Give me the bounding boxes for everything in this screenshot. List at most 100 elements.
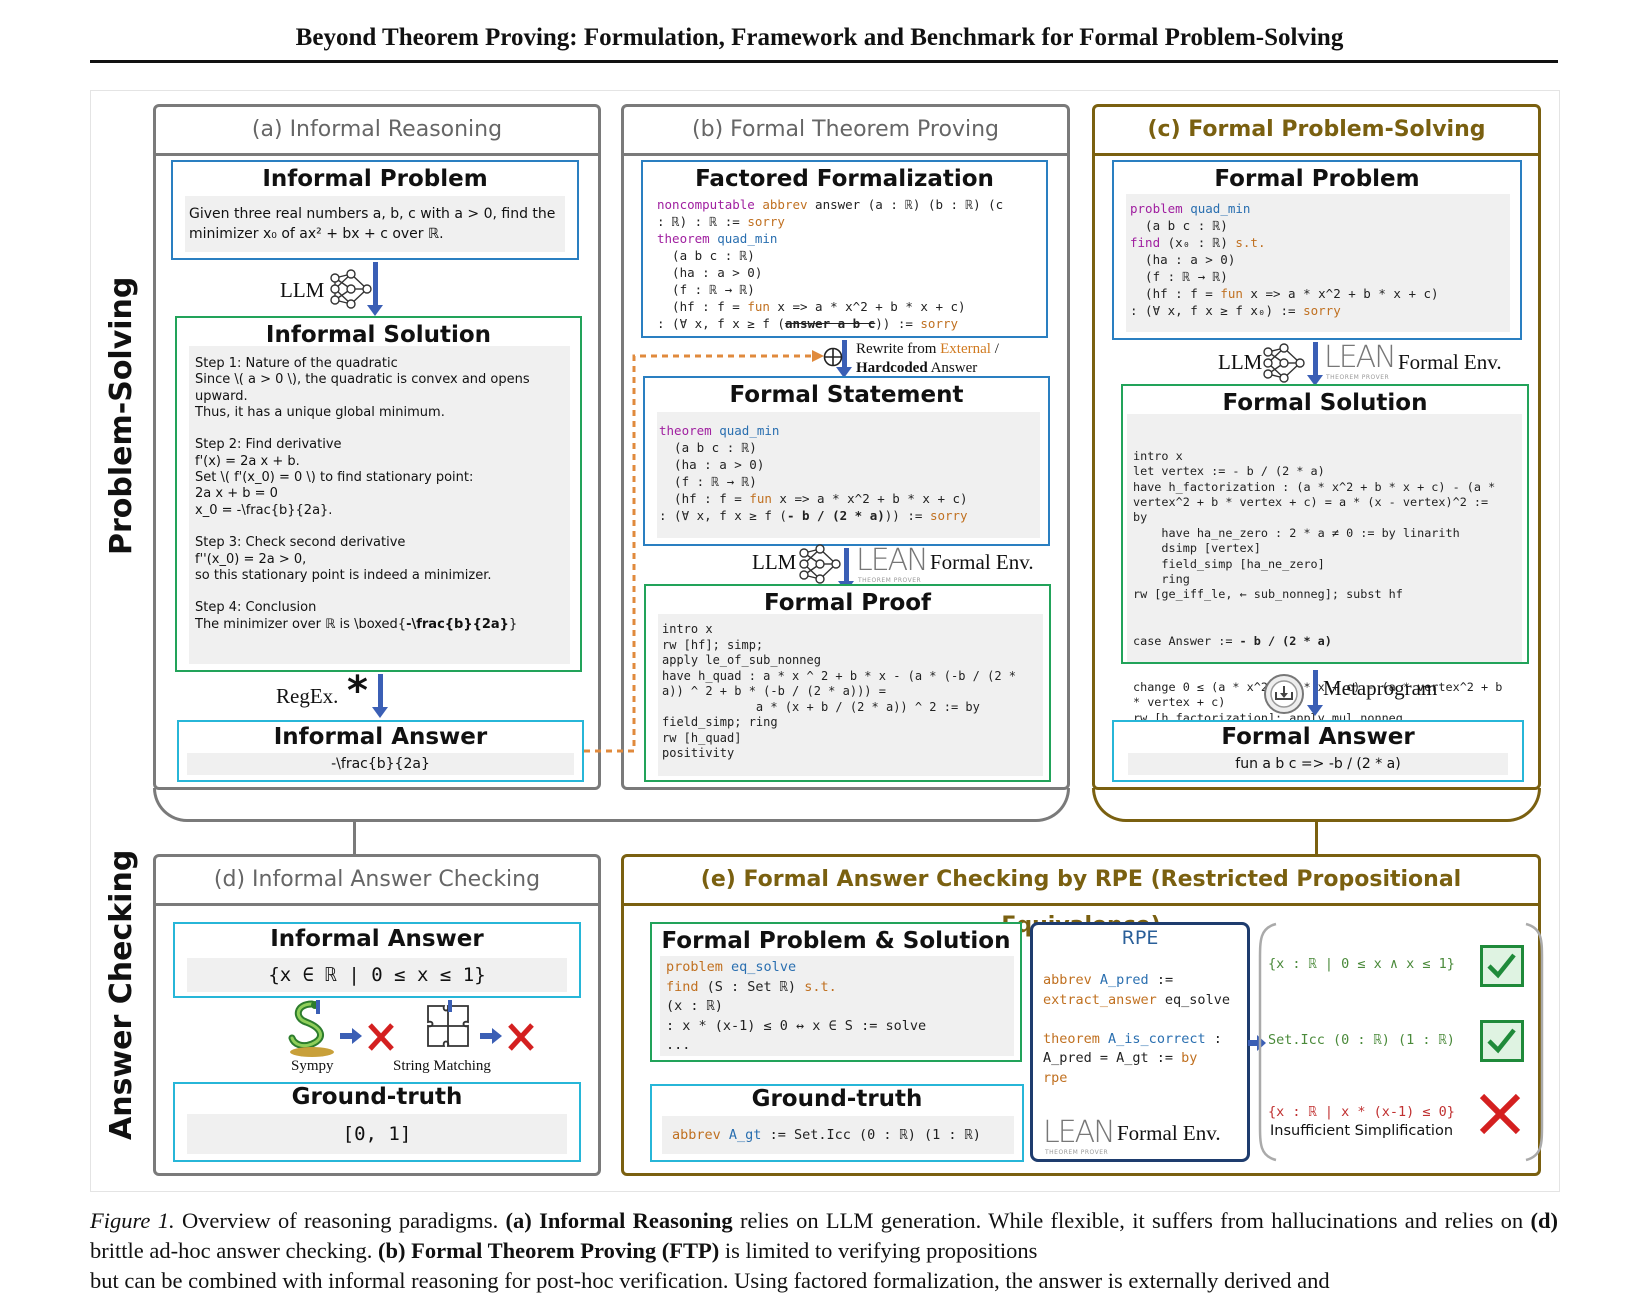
caption-b1: (a) Informal Reasoning [505, 1208, 733, 1233]
candidate-3-note: Insufficient Simplification [1270, 1123, 1454, 1139]
metaprogram-label: Metaprogram [1323, 676, 1438, 700]
neural-net-icon [330, 269, 372, 309]
informal-solution-line: so this stationary point is indeed a min… [195, 567, 492, 583]
formal-env-label-e: Formal Env. [1117, 1121, 1221, 1145]
rewrite-slash: / [990, 341, 999, 357]
rewrite-from: Rewrite from [856, 341, 941, 357]
metaprogram-icon [1264, 674, 1304, 714]
check-icon-1 [1480, 945, 1524, 987]
formal-solution-header: Formal Solution [1222, 390, 1428, 416]
caption-line-3: but can be combined with informal reason… [90, 1268, 1330, 1293]
formal-env-label-b: Formal Env. [930, 550, 1034, 574]
regex-label: RegEx. [276, 684, 339, 708]
informal-problem-header: Informal Problem [262, 166, 488, 192]
side-label-answer-checking: Answer Checking [104, 849, 139, 1140]
lean-logo-icon: LEAN [856, 543, 929, 578]
rewrite-annotation: Rewrite from External / Hardcoded Answer [856, 340, 999, 378]
formal-problem-solution-box: Formal Problem & Solution problem eq_sol… [650, 922, 1022, 1062]
rpe-box: RPE abbrev A_pred := extract_answer eq_s… [1030, 922, 1250, 1162]
formal-proof-line: rw [h_quad] [662, 730, 742, 745]
panel-d-title: (d) Informal Answer Checking [156, 857, 598, 906]
string-matching-label: String Matching [393, 1058, 491, 1074]
llm-label-c: LLM [1218, 350, 1263, 374]
candidate-bracket [1258, 922, 1544, 1162]
formal-solution-line: ring [1133, 572, 1190, 587]
informal-solution-line: Step 3: Check second derivative [195, 535, 406, 551]
oplus-icon [823, 347, 843, 367]
formal-statement-bg [657, 412, 1040, 538]
caption-line-1: Figure 1. Overview of reasoning paradigm… [90, 1206, 1558, 1266]
connector-to-d [353, 822, 356, 854]
lean-logo-icon-e: LEAN [1043, 1115, 1116, 1150]
formal-answer-box: Formal Answer fun a b c => -b / (2 * a) [1112, 720, 1524, 782]
formal-proof-line: a)) ^ 2 + b * (-b / (2 * a))) = [662, 684, 886, 698]
conclusion-boxed-answer: -\frac{b}{2a} [406, 616, 509, 632]
panel-b-title: (b) Formal Theorem Proving [624, 107, 1067, 156]
formal-proof-line: intro x [662, 622, 713, 636]
caption-t1: Overview of reasoning paradigms. [174, 1208, 506, 1233]
formal-problem-solution-code: problem eq_solve find (S : Set ℝ) s.t. (… [666, 959, 927, 1053]
informal-solution-line: f''(x_0) = 2a > 0, [195, 551, 307, 567]
figure-caption: Figure 1. Overview of reasoning paradigm… [90, 1206, 1558, 1296]
puzzle-icon [427, 1005, 469, 1047]
factored-formalization-code: noncomputable abbrev answer (a : ℝ) (b :… [657, 197, 1004, 331]
formal-statement-box: Formal Statement theorem quad_min (a b c… [643, 376, 1050, 546]
formal-answer-value: fun a b c => -b / (2 * a) [1128, 753, 1508, 775]
neural-net-icon-b [799, 544, 841, 584]
informal-problem-text: Given three real numbers a, b, c with a … [185, 196, 565, 252]
informal-solution-line: 2a x + b = 0 [195, 486, 278, 502]
informal-solution-line: upward. [195, 388, 248, 404]
caption-t3: brittle ad-hoc answer checking. [90, 1238, 379, 1263]
informal-solution-line: Set \( f'(x_0) = 0 \) to find stationary… [195, 470, 474, 486]
rpe-header: RPE [1121, 927, 1159, 949]
formal-solution-line: vertex^2 + b * vertex + c) = a * (x - ve… [1133, 495, 1489, 510]
formal-problem-solution-header: Formal Problem & Solution [661, 928, 1011, 954]
informal-solution-line [195, 584, 564, 600]
formal-proof-line: apply le_of_sub_nonneg [662, 653, 821, 667]
string-fail-indicator [480, 1023, 534, 1051]
candidate-3: {x : ℝ | x * (x-1) ≤ 0} [1268, 1104, 1455, 1120]
llm-label-a: LLM [280, 278, 325, 302]
rewrite-hardcoded: Hardcoded [856, 360, 928, 376]
rpe-code: abbrev A_pred := extract_answer eq_solve… [1043, 972, 1230, 1086]
arrow-solution-to-answer-c [1307, 670, 1323, 716]
informal-answer-header-d: Informal Answer [270, 926, 484, 952]
figure-frame [90, 90, 1560, 1192]
arrow-solution-to-answer [372, 674, 388, 718]
conclusion-suffix: } [508, 616, 518, 632]
ground-truth-value-e: abbrev A_gt := Set.Icc (0 : ℝ) (1 : ℝ) [662, 1116, 1014, 1154]
formal-problem-box: Formal Problem problem quad_min (a b c :… [1112, 160, 1522, 340]
formal-solution-line: rw [ge_iff_le, ← sub_nonneg]; subst hf [1133, 587, 1403, 602]
panel-a-title: (a) Informal Reasoning [156, 107, 598, 156]
lean-logo-sub-e: THEOREM PROVER [1045, 1149, 1109, 1156]
llm-label-b: LLM [752, 550, 797, 574]
regex-star: * [347, 668, 368, 714]
formal-solution-line: have ha_ne_zero : 2 * a ≠ 0 := by linari… [1133, 525, 1460, 540]
title-rule [90, 60, 1558, 63]
sympy-snake-icon [288, 1000, 334, 1057]
formal-solution-line: let vertex := - b / (2 * a) [1133, 464, 1325, 479]
informal-solution-line: Step 1: Nature of the quadratic [195, 356, 398, 371]
informal-solution-conclusion: The minimizer over ℝ is \boxed{-\frac{b}… [195, 617, 564, 633]
formal-solution-line: * vertex + c) [1133, 695, 1226, 710]
informal-solution-header: Informal Solution [265, 322, 492, 348]
paper-title: Beyond Theorem Proving: Formulation, Fra… [295, 24, 1344, 51]
formal-problem-bg [1126, 194, 1510, 332]
formal-problem-solution-bg [660, 956, 1014, 1056]
external-answer-connector [584, 350, 824, 753]
informal-problem-line-2: minimizer x₀ of ax² + bx + c over ℝ. [189, 226, 444, 242]
caption-b2: (d) [1530, 1208, 1559, 1233]
factored-formalization-header: Factored Formalization [695, 166, 994, 192]
formal-solution-line: have h_factorization : (a * x^2 + b * x … [1133, 479, 1496, 494]
rewrite-answer: Answer [927, 360, 978, 376]
informal-problem-box: Informal Problem Given three real number… [171, 160, 579, 260]
formal-proof-line: positivity [662, 746, 735, 760]
informal-solution-line: Step 4: Conclusion [195, 600, 317, 616]
formal-env-label-c: Formal Env. [1398, 350, 1502, 374]
formal-solution-case-line: case Answer := - b / (2 * a) [1133, 634, 1516, 649]
conclusion-prefix: The minimizer over ℝ is \boxed{ [195, 616, 407, 632]
side-label-problem-solving: Problem-Solving [104, 276, 139, 555]
